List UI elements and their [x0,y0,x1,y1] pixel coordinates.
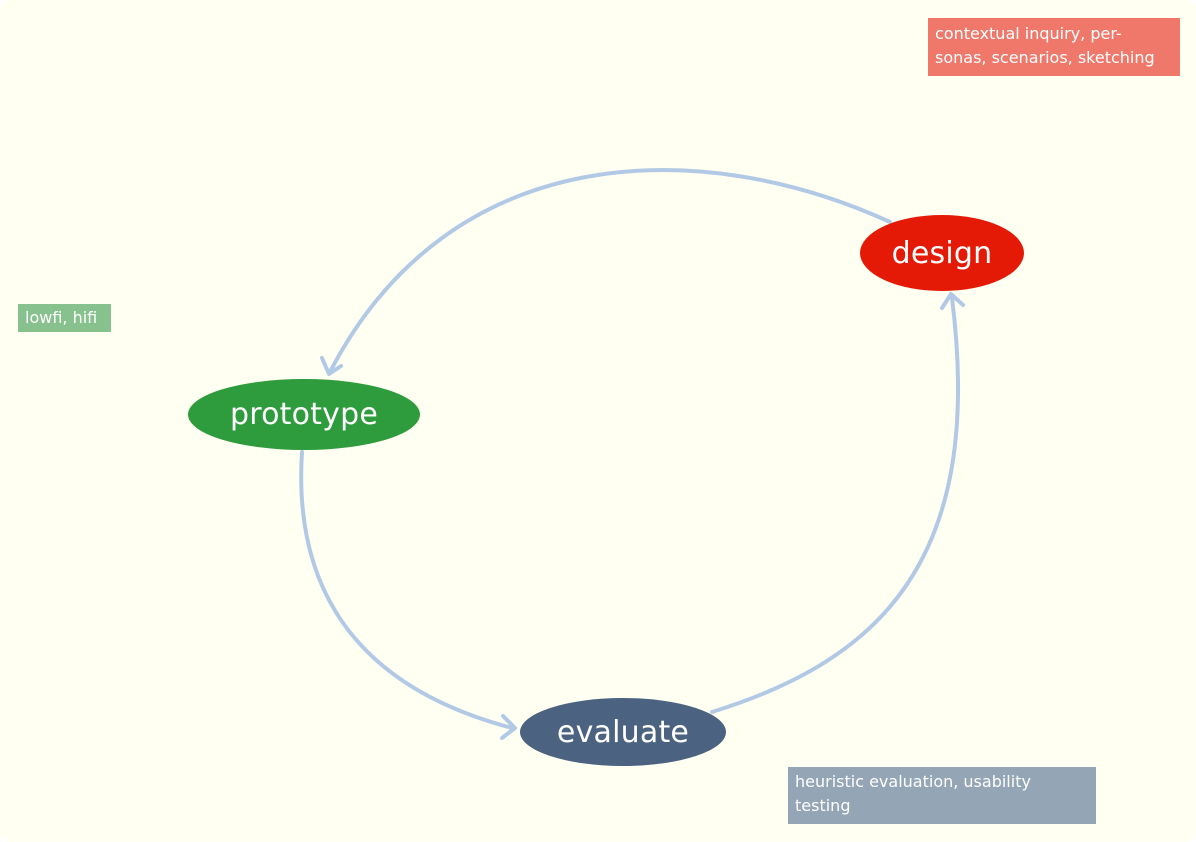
arrow-prototype-to-evaluate [299,450,514,730]
arrowhead-evaluate [500,714,517,740]
design-node: design [860,215,1024,291]
prototype-methods-note: lowfi, hifi [18,304,111,332]
evaluate-node: evaluate [520,698,726,766]
arrow-design-to-prototype [328,168,892,374]
design-methods-note: contextual inquiry, per- sonas, scenario… [928,18,1180,76]
arrow-evaluate-to-design [710,296,961,714]
arrowhead-prototype [320,356,343,376]
evaluate-methods-note: heuristic evaluation, usability testing [788,767,1096,824]
prototype-node: prototype [188,379,420,450]
arrowhead-design [940,292,965,310]
